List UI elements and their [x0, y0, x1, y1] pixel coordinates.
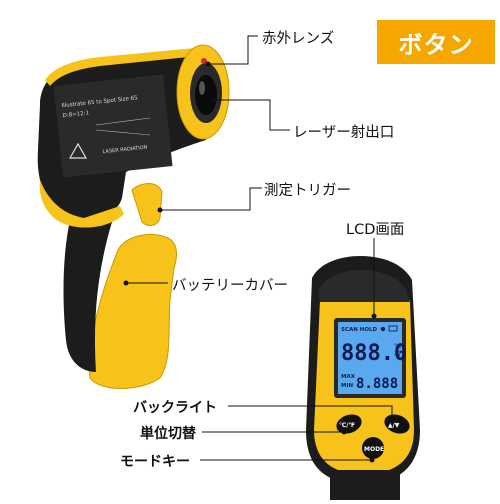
mode-button[interactable]: MODE	[362, 437, 384, 459]
lcd-max-label: MAX	[341, 374, 356, 380]
body-yellow-bottom	[39, 180, 124, 228]
head-rim	[318, 270, 410, 302]
label-unit-switch: 単位切替	[140, 426, 196, 442]
lcd-screen: SCAN HOLD 888.0 ℃ ℉ MAX MIN 8.888	[338, 322, 407, 394]
label-battery-cover: バッテリーカバー	[172, 278, 288, 294]
lcd-sub-reading: 8.888	[356, 376, 398, 392]
unit-switch-button[interactable]: ℃/℉	[334, 411, 365, 437]
lens-highlight	[199, 81, 205, 95]
label-ir-lens: 赤外レンズ	[262, 31, 335, 47]
lcd-main-reading: 888.0	[341, 341, 407, 366]
laser-warning-icon	[68, 142, 88, 159]
thermometer-side-view: Illustrate 65 to Spot Size 65 D:8=12:1 L…	[37, 44, 230, 389]
mode-button-label: MODE	[364, 446, 384, 453]
sticker-line2: D:8=12:1	[62, 110, 89, 119]
lcd-status-row: SCAN HOLD	[341, 327, 378, 333]
ir-lens	[195, 75, 217, 115]
label-trigger: 測定トリガー	[264, 183, 351, 199]
label-lcd-screen: LCD画面	[346, 222, 405, 238]
backlight-button-label: ▲/▼	[388, 422, 400, 429]
back-grip	[330, 470, 400, 500]
trigger[interactable]	[131, 183, 163, 226]
sticker-warning: LASER RADIATION	[102, 145, 148, 156]
unit-switch-label: ℃/℉	[339, 422, 355, 429]
label-mode-key: モードキー	[120, 454, 190, 470]
callout-lines	[123, 35, 395, 463]
lcd-min-label: MIN	[341, 383, 354, 389]
battery-icon	[388, 325, 398, 332]
buttons-badge: ボタン	[377, 20, 495, 64]
lcd-unit-c: ℃	[394, 343, 401, 350]
warning-sticker: Illustrate 65 to Spot Size 65 D:8=12:1 L…	[53, 74, 173, 178]
laser-port	[201, 58, 207, 64]
label-backlight: バックライト	[133, 400, 217, 416]
body-yellow-top	[45, 48, 198, 86]
grip-black-side	[63, 212, 112, 372]
sun-icon	[380, 326, 386, 332]
label-laser-port: レーザー射出口	[293, 125, 395, 141]
thermometer-back-view: SCAN HOLD 888.0 ℃ ℉ MAX MIN 8.888 ℃/℉ ▲/…	[306, 256, 420, 500]
lcd-unit-f: ℉	[394, 353, 401, 360]
